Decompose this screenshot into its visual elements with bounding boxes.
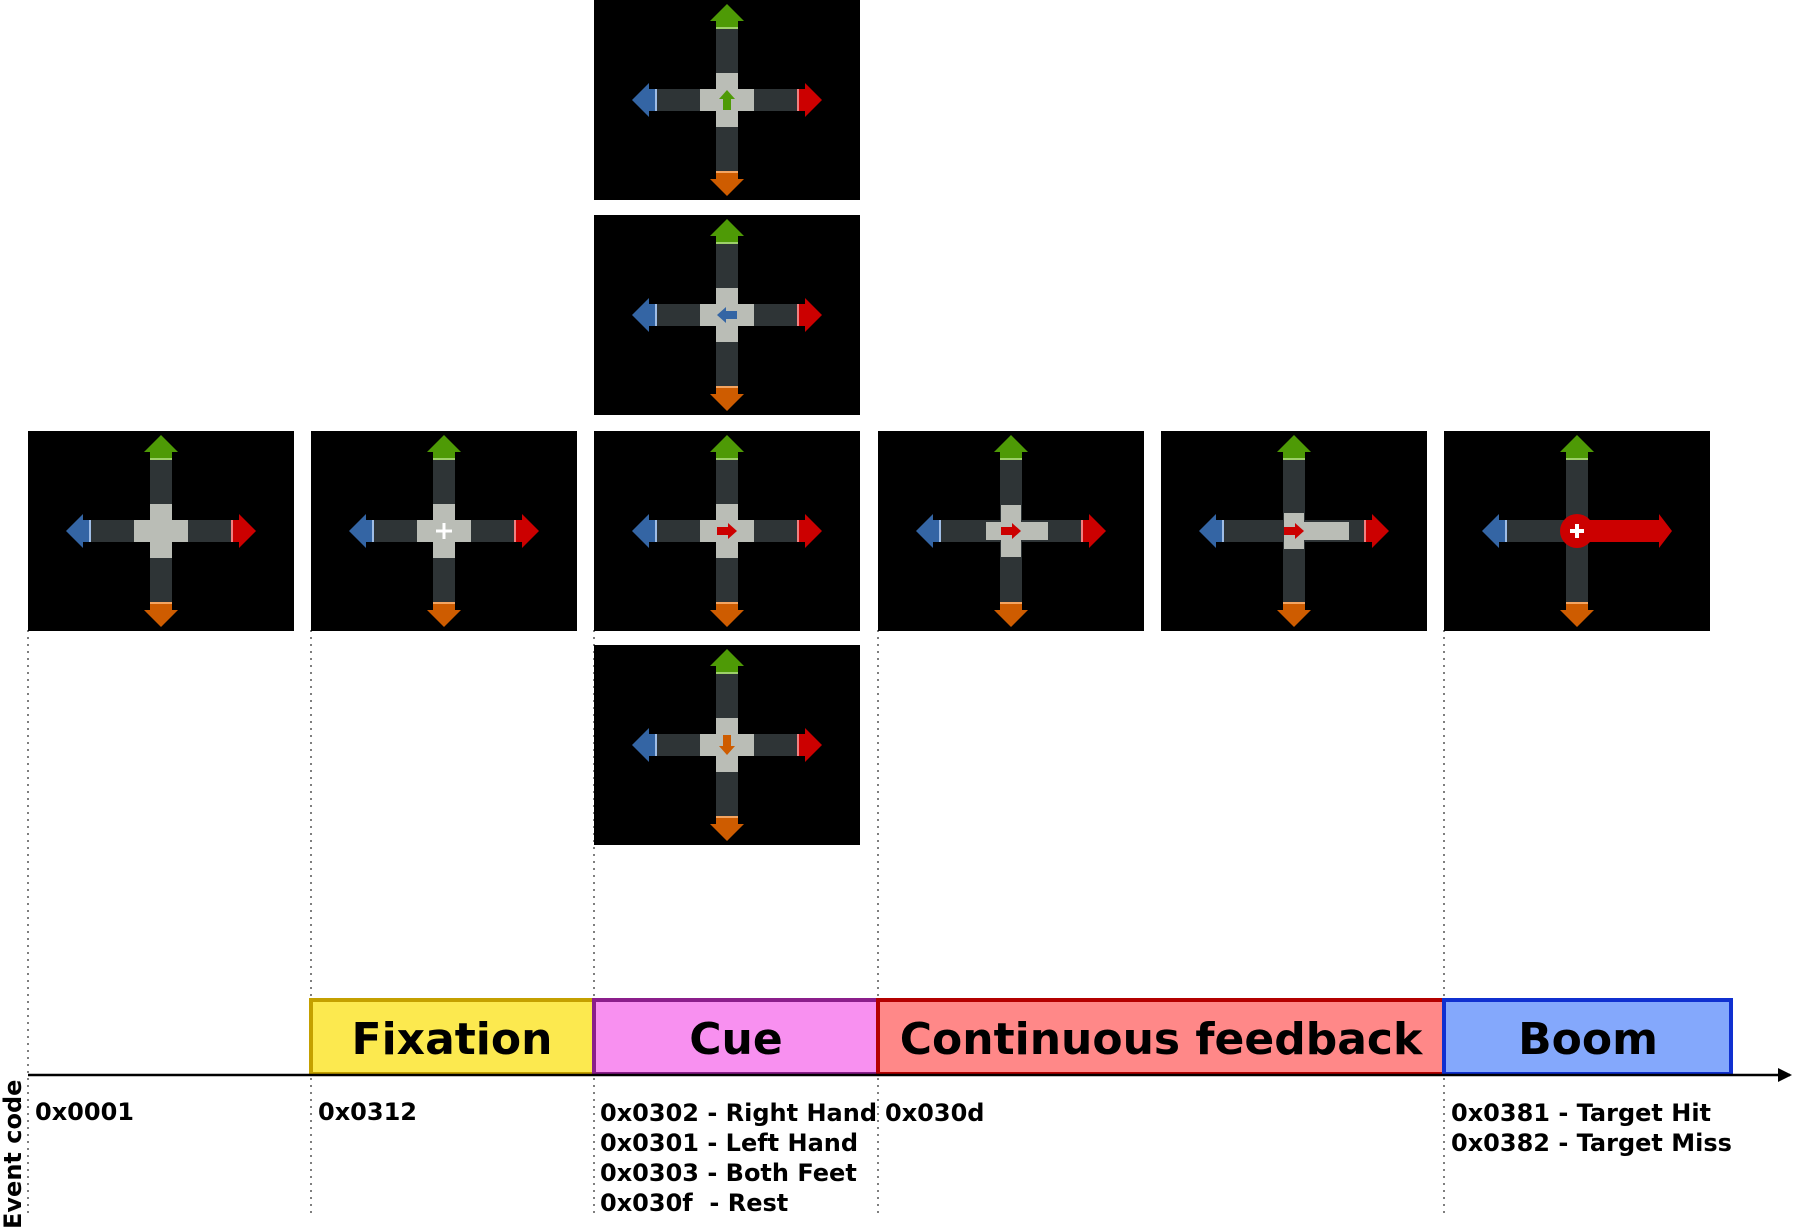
left-arrow-icon <box>632 298 656 332</box>
down-arrow-icon <box>710 387 744 411</box>
up-arrow-icon <box>710 219 744 243</box>
down-arrow-icon <box>994 603 1028 627</box>
right-arrow-icon <box>798 728 822 762</box>
phase-continuous-feedback-label: Continuous feedback <box>900 1014 1424 1065</box>
left-arrow-icon <box>916 514 940 548</box>
cue-arrow-icon <box>1284 523 1304 539</box>
codes-fixation: 0x0312 <box>318 1098 417 1126</box>
screen-cue-left <box>594 215 860 415</box>
right-arrow-icon <box>798 514 822 548</box>
boom-cross-v <box>1575 524 1579 538</box>
cue-arrow-icon <box>717 307 737 323</box>
phase-boom: Boom <box>1442 998 1733 1076</box>
code-line: 0x0303 - Both Feet <box>600 1159 857 1187</box>
code-line: 0x0381 - Target Hit <box>1451 1099 1711 1127</box>
down-arrow-icon <box>1277 603 1311 627</box>
code-line: 0x0301 - Left Hand <box>600 1129 858 1157</box>
down-arrow-icon <box>710 603 744 627</box>
feedback-bar-icon <box>1577 514 1672 548</box>
down-arrow-icon <box>710 172 744 196</box>
phase-fixation: Fixation <box>309 998 596 1076</box>
left-arrow-icon <box>66 514 90 548</box>
up-arrow-icon <box>144 435 178 459</box>
code-line: 0x030f - Rest <box>600 1189 788 1217</box>
right-arrow-icon <box>1082 514 1106 548</box>
codes-boom: 0x0381 - Target Hit 0x0382 - Target Miss <box>1451 1099 1732 1157</box>
right-arrow-icon <box>798 83 822 117</box>
phase-boom-label: Boom <box>1518 1014 1658 1065</box>
right-arrow-icon <box>798 298 822 332</box>
codes-feedback: 0x030d <box>885 1099 984 1127</box>
up-arrow-icon <box>1277 435 1311 459</box>
screen-cue-down <box>594 645 860 845</box>
right-arrow-icon <box>1365 514 1389 548</box>
left-arrow-icon <box>632 728 656 762</box>
screen-fixation <box>311 431 577 631</box>
up-arrow-icon <box>994 435 1028 459</box>
down-arrow-icon <box>710 817 744 841</box>
cue-arrow-icon <box>719 735 735 755</box>
down-arrow-icon <box>1560 603 1594 627</box>
screen-boom <box>1444 431 1710 631</box>
phase-fixation-label: Fixation <box>352 1014 553 1065</box>
code-line: 0x0312 <box>318 1098 417 1126</box>
phase-cue-label: Cue <box>689 1014 782 1065</box>
axis-label: Event code <box>0 1080 27 1229</box>
phase-continuous-feedback: Continuous feedback <box>876 998 1446 1076</box>
center-vertical <box>150 504 172 558</box>
fixation-cross-v <box>442 523 446 539</box>
codes-cue: 0x0302 - Right Hand 0x0301 - Left Hand 0… <box>600 1099 877 1217</box>
down-arrow-icon <box>427 603 461 627</box>
left-arrow-icon <box>632 83 656 117</box>
left-arrow-icon <box>1199 514 1223 548</box>
screen-feedback-2 <box>1161 431 1427 631</box>
cue-arrow-icon <box>1001 523 1021 539</box>
up-arrow-icon <box>710 4 744 28</box>
up-arrow-icon <box>1560 435 1594 459</box>
code-line: 0x0001 <box>35 1098 134 1126</box>
right-arrow-icon <box>515 514 539 548</box>
phase-continuous-feedback-box <box>876 998 1446 1076</box>
up-arrow-icon <box>427 435 461 459</box>
down-arrow-icon <box>144 603 178 627</box>
up-arrow-icon <box>710 649 744 673</box>
left-arrow-icon <box>1482 514 1506 548</box>
code-line: 0x0382 - Target Miss <box>1451 1129 1732 1157</box>
screen-cue-right <box>594 431 860 631</box>
cue-arrow-icon <box>719 90 735 110</box>
left-arrow-icon <box>632 514 656 548</box>
codes-start: 0x0001 <box>35 1098 134 1126</box>
phase-cue: Cue <box>592 998 880 1076</box>
screen-start <box>28 431 294 631</box>
cue-arrow-icon <box>717 523 737 539</box>
left-arrow-icon <box>349 514 373 548</box>
up-arrow-icon <box>710 435 744 459</box>
center-horizontal <box>1284 522 1349 540</box>
phase-cue-box <box>592 998 880 1076</box>
screen-feedback-1 <box>878 431 1144 631</box>
phase-fixation-box <box>309 998 596 1076</box>
code-line: 0x0302 - Right Hand <box>600 1099 877 1127</box>
screen-cue-up <box>594 0 860 200</box>
right-arrow-icon <box>232 514 256 548</box>
code-line: 0x030d <box>885 1099 984 1127</box>
